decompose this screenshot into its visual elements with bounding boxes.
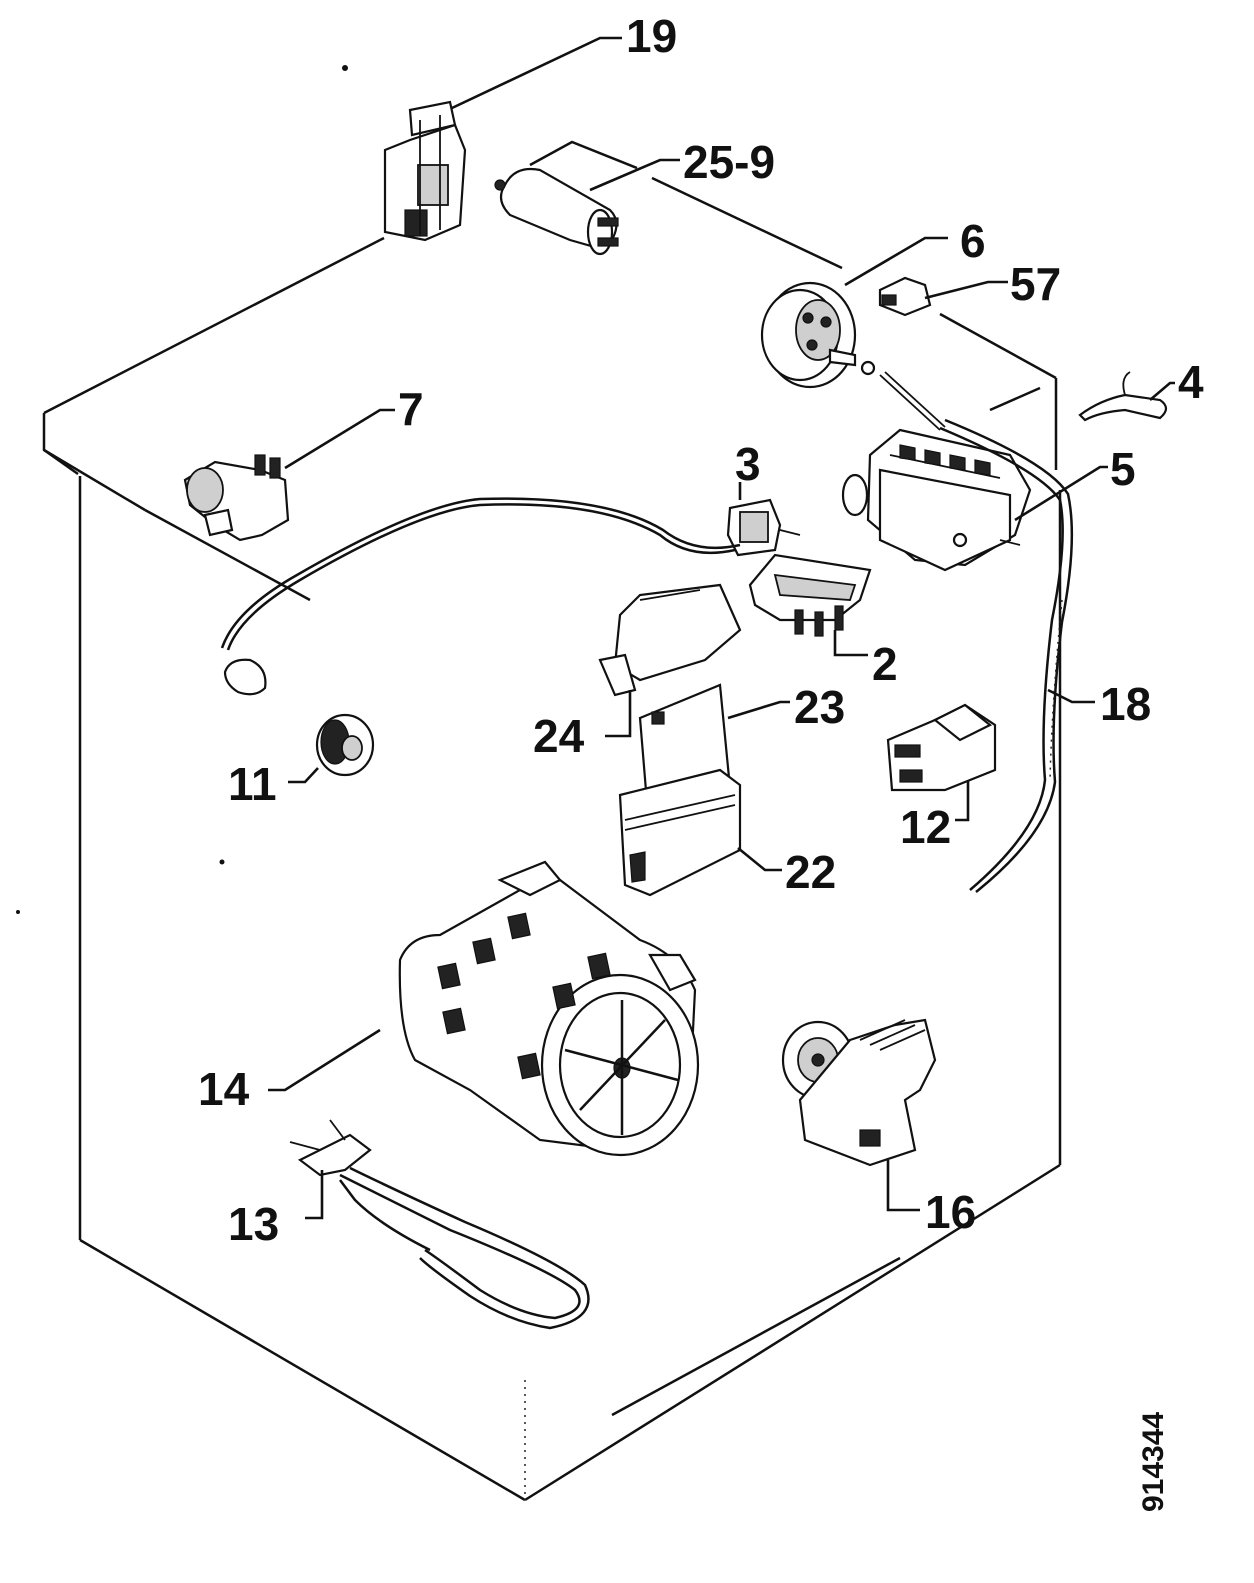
label-19: 19 — [626, 10, 677, 62]
label-5: 5 — [1110, 443, 1136, 495]
part-5-programmer — [841, 428, 1032, 572]
part-12-door-lock — [886, 703, 997, 792]
label-23: 23 — [794, 681, 845, 733]
label-13: 13 — [228, 1198, 279, 1250]
label-12: 12 — [900, 801, 951, 853]
label-24: 24 — [533, 710, 585, 762]
part-labels: 19 25-9 6 57 4 7 3 5 2 18 24 23 11 12 22… — [198, 10, 1204, 1512]
part-7-inlet-valve — [183, 454, 290, 542]
drawing-number: 914344 — [1137, 1412, 1170, 1512]
leader-lines — [268, 36, 1175, 1220]
label-7: 7 — [398, 383, 424, 435]
label-25-9: 25-9 — [683, 136, 775, 188]
part-57-clip — [878, 276, 932, 317]
part-24-cover — [598, 583, 742, 697]
label-22: 22 — [785, 846, 836, 898]
part-19-door-interlock — [383, 100, 467, 242]
part-16-drain-pump — [781, 1018, 937, 1167]
part-6-pressure-switch — [760, 281, 946, 431]
label-6: 6 — [960, 215, 986, 267]
label-4: 4 — [1178, 356, 1204, 408]
label-3: 3 — [735, 438, 761, 490]
label-57: 57 — [1010, 258, 1061, 310]
part-25-9-capacitor — [494, 167, 619, 256]
part-4-spring-clip — [1078, 371, 1168, 422]
label-2: 2 — [872, 638, 898, 690]
part-13-heater — [289, 1119, 590, 1330]
label-18: 18 — [1100, 678, 1151, 730]
part-2-switch-block — [748, 553, 872, 637]
part-18-hose — [939, 418, 1074, 893]
part-14-motor — [398, 860, 700, 1157]
part-11-grommet — [315, 713, 375, 777]
scan-specks — [16, 65, 348, 914]
label-16: 16 — [925, 1186, 976, 1238]
label-14: 14 — [198, 1063, 250, 1115]
part-3-switch — [220, 497, 801, 696]
part-22-housing — [618, 768, 742, 897]
label-11: 11 — [228, 758, 277, 810]
